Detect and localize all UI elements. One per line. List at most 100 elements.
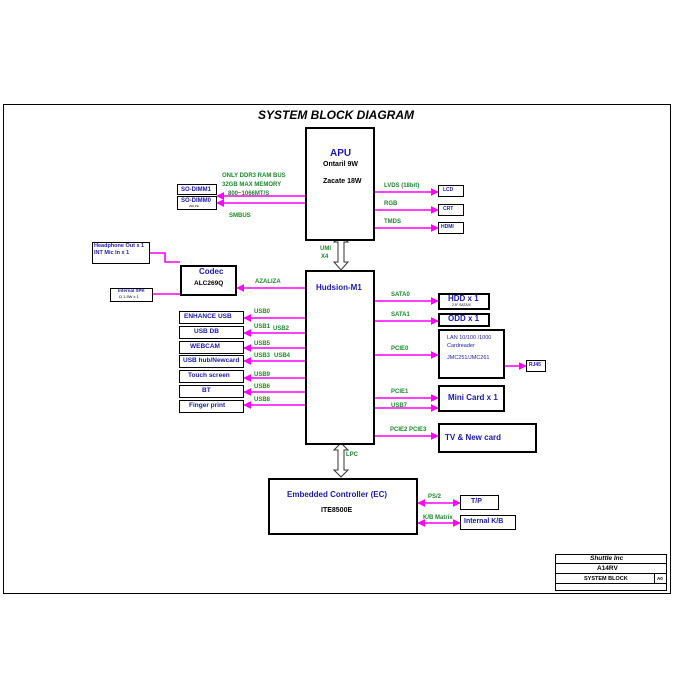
azalia-label: AZALIZA xyxy=(255,279,281,285)
apu-block xyxy=(305,127,375,241)
mem-note-1: ONLY DDR3 RAM BUS xyxy=(222,173,286,179)
kb-matrix-label: K/B Matrix xyxy=(423,515,453,521)
hdd-label: HDD x 1 xyxy=(448,294,479,303)
tv-new-card-box xyxy=(438,423,537,453)
lan-label-3: JMC251/JMC261 xyxy=(447,355,490,361)
tv-new-card-label: TV & New card xyxy=(445,433,502,442)
apu-title: APU xyxy=(330,148,352,159)
enhance-usb-label: ENHANCE USB xyxy=(184,313,232,320)
so-dimm1-label: SO-DIMM1 xyxy=(181,187,211,193)
pcie1-label: PCIE1 xyxy=(391,389,409,395)
bt-box xyxy=(179,385,244,398)
diagram-title: SYSTEM BLOCK DIAGRAM xyxy=(258,108,414,122)
usb5-label: USB5 xyxy=(254,341,271,347)
finger-print-label: Finger print xyxy=(189,402,226,409)
mini-card-label: Mini Card x 1 xyxy=(448,393,498,402)
so-dimm0-label: SO-DIMM0 xyxy=(181,198,211,204)
speaker-label-1: Internal SPK xyxy=(118,288,145,293)
apu-ontaril: Ontaril 9W xyxy=(323,161,359,168)
lan-label-2: Cardreader xyxy=(447,343,475,349)
so-dimm-pin: 200 Pin xyxy=(189,204,200,208)
odd-label: ODD x 1 xyxy=(448,314,480,323)
hudson-block xyxy=(305,270,375,445)
mem-note-3: 800~1066MT/S xyxy=(228,191,270,197)
headphone-label-1: Headphone Out x 1 xyxy=(94,243,145,249)
mem-note-2: 32GB MAX MEMORY xyxy=(222,182,282,188)
kb-label: Internal K/B xyxy=(464,518,504,525)
lan-block xyxy=(438,329,505,379)
touch-screen-label: Touch screen xyxy=(188,372,230,379)
usb4-label: USB4 xyxy=(274,353,291,359)
usb-db-label: USB DB xyxy=(194,328,219,335)
smbus-label: SMBUS xyxy=(229,213,251,219)
ec-title: Embedded Controller (EC) xyxy=(287,490,388,499)
usb-hub-label: USB hub/Newcard xyxy=(183,357,240,364)
sata1-label: SATA1 xyxy=(391,312,410,318)
bt-label: BT xyxy=(202,387,211,394)
title-block-row-3 xyxy=(555,574,667,584)
title-block-company: Shuttle Inc xyxy=(590,555,624,562)
headphone-label-2: INT Mic In x 1 xyxy=(94,250,130,256)
codec-block xyxy=(180,265,237,296)
lpc-connector xyxy=(332,442,350,478)
rj45-box xyxy=(526,360,546,372)
so-dimm0-box xyxy=(177,196,217,210)
usb-db-box xyxy=(179,326,244,339)
ec-chip: ITE8500E xyxy=(321,507,353,514)
speaker-label-2: Ω 1.5W x 1 xyxy=(119,294,139,299)
ps2-label: PS/2 xyxy=(428,494,442,500)
codec-chip: ALC269Q xyxy=(194,280,224,287)
title-block-sheet: SYSTEM BLOCK xyxy=(584,576,628,582)
umi-label: UMI xyxy=(320,246,331,252)
title-block-model: A14RV xyxy=(597,565,618,572)
hudson-title: Hudsion-M1 xyxy=(316,283,362,292)
pcie0-label: PCIE0 xyxy=(391,346,409,352)
odd-box xyxy=(438,313,490,327)
hdmi-label: HDMI xyxy=(441,224,454,230)
usb6-label: USB6 xyxy=(254,384,271,390)
title-block-rev: A0 xyxy=(657,576,663,581)
title-block xyxy=(555,554,667,591)
kb-box xyxy=(460,515,516,530)
tmds-label: TMDS xyxy=(384,219,401,225)
rj45-label: RJ45 xyxy=(529,362,541,368)
title-block-row-1 xyxy=(555,554,667,564)
webcam-label: WEBCAM xyxy=(190,343,220,350)
usb1-label: USB1 xyxy=(254,324,271,330)
usb-hub-box xyxy=(179,355,244,368)
crt-label: CRT xyxy=(443,206,454,212)
sata0-label: SATA0 xyxy=(391,292,410,298)
usb2-label: USB2 xyxy=(273,326,290,332)
diagram-frame xyxy=(3,104,671,594)
lcd-label: LCD xyxy=(443,187,454,193)
lcd-box xyxy=(438,185,464,197)
usb3-label: USB3 xyxy=(254,353,271,359)
headphone-line xyxy=(150,252,180,263)
title-block-row-2 xyxy=(555,564,667,574)
mini-card-box xyxy=(438,385,505,412)
headphone-box xyxy=(92,242,150,264)
lan-label-1: LAN 10/100 /1000 xyxy=(447,335,492,341)
usb0-label: USB0 xyxy=(254,309,271,315)
lvds-label: LVDS (18bit) xyxy=(384,183,420,189)
apu-zacate: Zacate 18W xyxy=(323,178,362,185)
pcie2-pcie3-label: PCIE2 PCIE3 xyxy=(390,427,427,433)
finger-print-box xyxy=(179,400,244,413)
hdd-box xyxy=(438,293,490,310)
codec-title: Codec xyxy=(199,267,224,276)
usb8-label: USB8 xyxy=(254,397,271,403)
title-block-rev-cell xyxy=(654,574,667,584)
touch-screen-box xyxy=(179,370,244,383)
lpc-label: LPC xyxy=(346,452,358,458)
webcam-box xyxy=(179,341,244,354)
usb9-label: USB9 xyxy=(254,372,271,378)
tp-label: T/P xyxy=(471,498,482,505)
hdd-sublabel: 2.5" SATA/II xyxy=(452,303,471,307)
ec-block xyxy=(268,478,418,535)
enhance-usb-box xyxy=(179,311,244,324)
crt-box xyxy=(438,204,464,216)
hdmi-box xyxy=(438,222,464,234)
rgb-label: RGB xyxy=(384,201,398,207)
tp-box xyxy=(460,495,499,510)
